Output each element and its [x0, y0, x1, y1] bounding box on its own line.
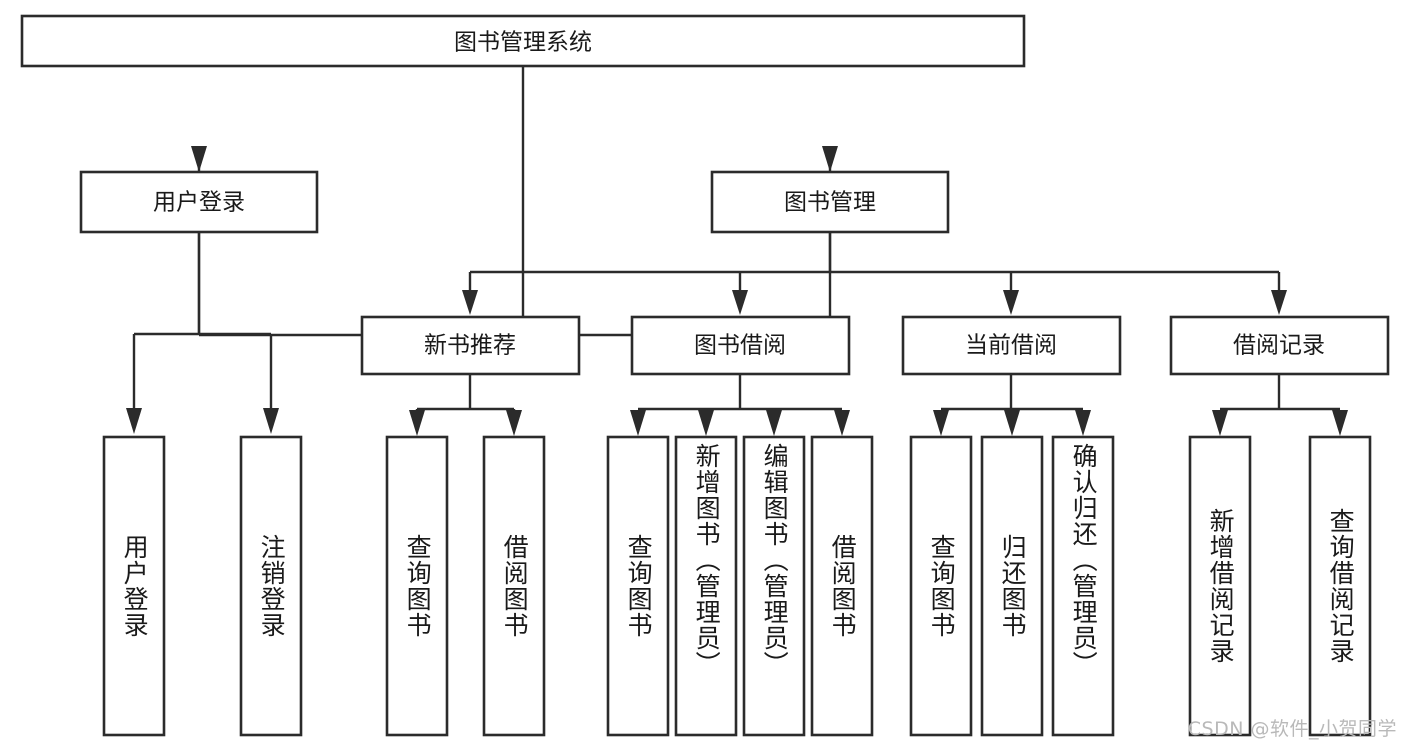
node-book-manage[interactable]: 图书管理: [710, 170, 950, 234]
node-new-book-recommend-label: 新书推荐: [424, 333, 516, 359]
arrowhead-book-borrow: [732, 290, 748, 315]
node-book-manage-rect[interactable]: [710, 170, 950, 234]
node-user-login-rect[interactable]: [79, 170, 319, 234]
node-user-login[interactable]: 用户登录: [79, 170, 319, 234]
arrowhead-leaf-logout: [263, 408, 279, 434]
arrowhead-current-borrow: [1003, 290, 1019, 315]
node-current-borrow-rect[interactable]: [901, 315, 1122, 376]
node-borrow-record[interactable]: 借阅记录: [1169, 315, 1390, 376]
leaf-query-record-rect[interactable]: [1308, 435, 1372, 737]
node-current-borrow-label: 当前借阅: [965, 333, 1057, 359]
leaf-borrow-book-1-rect[interactable]: [482, 435, 546, 737]
leaf-borrow-book-2-rect[interactable]: [810, 435, 874, 737]
arrowhead-leaf-add-record: [1212, 410, 1228, 436]
arrowhead-leaf-user-login: [126, 408, 142, 434]
leaf-edit-book-rect[interactable]: [742, 435, 806, 737]
node-book-borrow-rect[interactable]: [630, 315, 851, 376]
leaf-query-book-3-rect[interactable]: [909, 435, 973, 737]
arrowhead-leaf-confirm-return: [1075, 410, 1091, 436]
arrowhead-leaf-add-book: [698, 410, 714, 436]
node-current-borrow[interactable]: 当前借阅: [901, 315, 1122, 376]
leaf-add-book-rect[interactable]: [674, 435, 738, 737]
connector-user-login-to-leaves: [126, 232, 279, 434]
connector-new-book-recommend-to-leaves: [409, 374, 522, 436]
arrowhead-borrow-record: [1271, 290, 1287, 315]
arrowhead-leaf-return-book: [1004, 410, 1020, 436]
leaf-confirm-return-rect[interactable]: [1051, 435, 1115, 737]
arrowhead-leaf-borrow-book-2: [834, 410, 850, 436]
arrowhead-user-login: [191, 146, 207, 172]
node-root-label: 图书管理系统: [454, 30, 592, 56]
connector-current-borrow-to-leaves: [933, 374, 1091, 436]
arrowhead-leaf-query-record: [1332, 410, 1348, 436]
node-book-borrow[interactable]: 图书借阅: [630, 315, 851, 376]
leaf-query-book-2-rect[interactable]: [606, 435, 670, 737]
arrowhead-book-manage: [822, 146, 838, 172]
connector-book-manage-to-level3: [462, 232, 1287, 315]
connector-book-borrow-to-leaves: [630, 374, 850, 436]
connector-borrow-record-to-leaves: [1212, 374, 1348, 436]
arrowhead-leaf-query-book-3: [933, 410, 949, 436]
node-book-borrow-label: 图书借阅: [694, 333, 786, 359]
node-user-login-label: 用户登录: [153, 190, 245, 216]
node-root[interactable]: 图书管理系统: [20, 14, 1026, 68]
leaf-add-record-rect[interactable]: [1188, 435, 1252, 737]
node-borrow-record-rect[interactable]: [1169, 315, 1390, 376]
leaf-logout-rect[interactable]: [239, 435, 303, 737]
leaf-query-book-1-rect[interactable]: [385, 435, 449, 737]
node-borrow-record-label: 借阅记录: [1233, 333, 1325, 359]
arrowhead-leaf-query-book-1: [409, 410, 425, 436]
node-new-book-recommend[interactable]: 新书推荐: [360, 315, 581, 376]
arrowhead-leaf-query-book-2: [630, 410, 646, 436]
arrowhead-new-book-recommend: [462, 290, 478, 315]
node-root-rect[interactable]: [20, 14, 1026, 68]
node-book-manage-label: 图书管理: [784, 190, 876, 216]
leaf-user-login-rect[interactable]: [102, 435, 166, 737]
arrowhead-leaf-borrow-book-1: [506, 410, 522, 436]
csdn-watermark: CSDN @软件_小贺同学: [1187, 718, 1397, 740]
node-new-book-recommend-rect[interactable]: [360, 315, 581, 376]
arrowhead-leaf-edit-book: [766, 410, 782, 436]
leaf-return-book-rect[interactable]: [980, 435, 1044, 737]
